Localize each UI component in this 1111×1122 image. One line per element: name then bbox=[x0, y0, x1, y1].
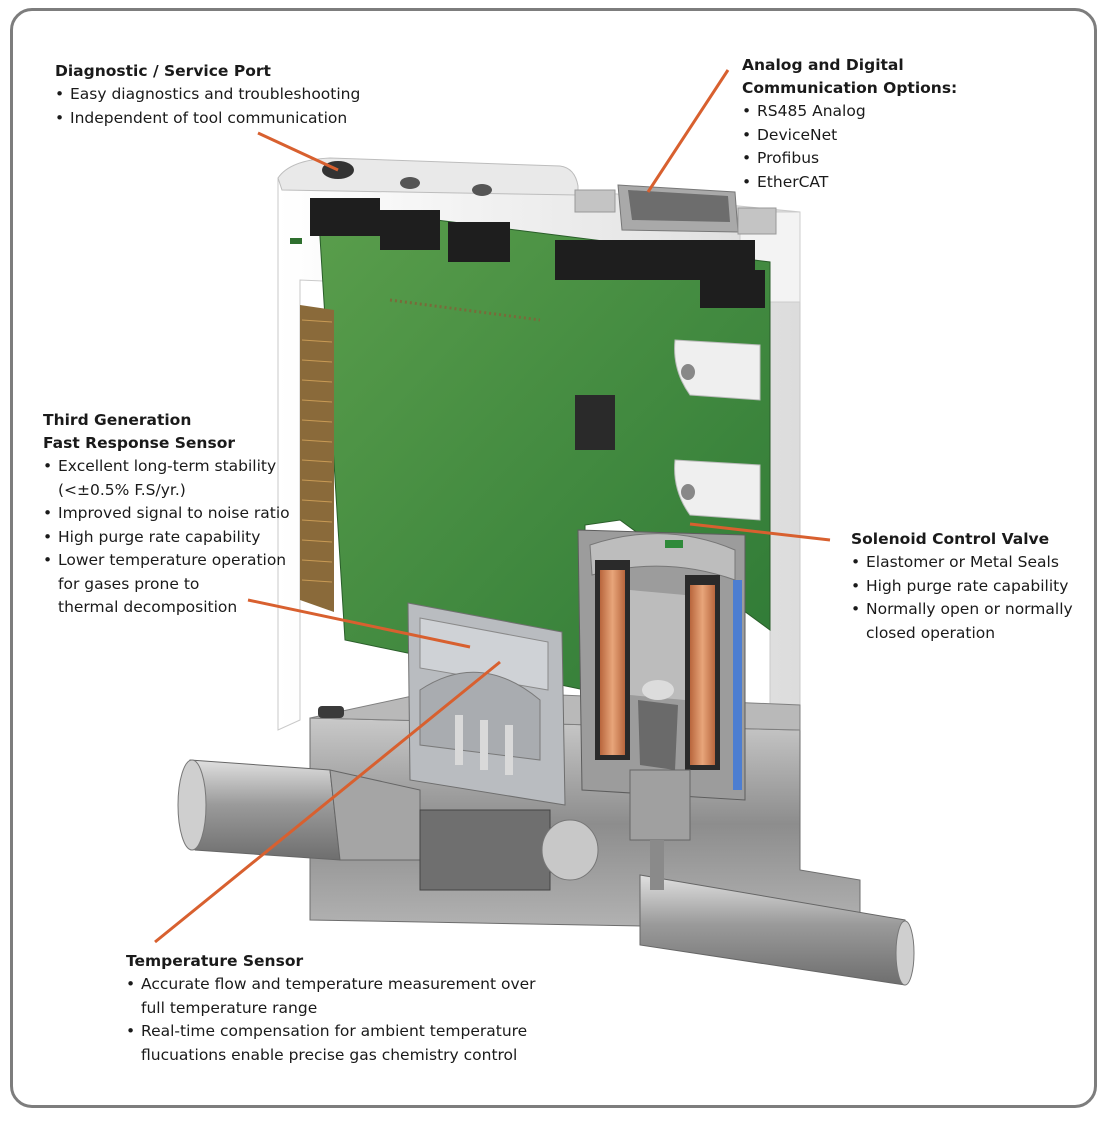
temperature-item-continued: full temperature range bbox=[141, 998, 318, 1017]
callout-communication: Analog and Digital Communication Options… bbox=[742, 54, 957, 194]
leader-valve bbox=[689, 522, 831, 542]
diagnostic-item: Easy diagnostics and troubleshooting bbox=[55, 83, 360, 107]
communication-title-line2: Communication Options: bbox=[742, 79, 958, 97]
flow-sensor-block bbox=[407, 602, 599, 891]
leader-communication bbox=[646, 69, 730, 193]
callout-solenoid-valve: Solenoid Control Valve Elastomer or Meta… bbox=[851, 528, 1073, 645]
sensor-item: Excellent long-term stability bbox=[43, 455, 290, 479]
communication-item: DeviceNet bbox=[742, 124, 957, 148]
temperature-item: Real-time compensation for ambient tempe… bbox=[126, 1020, 536, 1044]
diagnostic-title: Diagnostic / Service Port bbox=[55, 62, 271, 80]
sensor-item-continued: (<±0.5% F.S/yr.) bbox=[58, 480, 186, 499]
temperature-title: Temperature Sensor bbox=[126, 952, 304, 970]
sensor-title-line1: Third Generation bbox=[43, 411, 192, 429]
inlet-fitting bbox=[177, 706, 421, 861]
communication-connector bbox=[574, 184, 777, 235]
sensor-title-line2: Fast Response Sensor bbox=[43, 434, 235, 452]
valve-item: Normally open or normally bbox=[851, 598, 1073, 622]
callout-flow-sensor: Third Generation Fast Response Sensor Ex… bbox=[43, 409, 290, 620]
communication-title-line1: Analog and Digital bbox=[742, 56, 904, 74]
sensor-item-continued: thermal decomposition bbox=[58, 598, 238, 616]
leader-diagnostic bbox=[257, 131, 339, 172]
valve-item: Elastomer or Metal Seals bbox=[851, 551, 1073, 575]
mounting-tabs bbox=[674, 339, 761, 521]
leader-temperature bbox=[154, 660, 501, 944]
temperature-item: Accurate flow and temperature measuremen… bbox=[126, 973, 536, 997]
callout-diagnostic-port: Diagnostic / Service Port Easy diagnosti… bbox=[55, 60, 360, 130]
sensor-item-continued: for gases prone to bbox=[58, 574, 200, 593]
edge-connector bbox=[300, 305, 334, 612]
sensor-item: Improved signal to noise ratio bbox=[43, 502, 290, 526]
sensor-item: Lower temperature operation bbox=[43, 549, 290, 573]
outlet-fitting bbox=[639, 874, 915, 986]
valve-item: High purge rate capability bbox=[851, 575, 1073, 599]
diagnostic-item: Independent of tool communication bbox=[55, 107, 360, 131]
valve-item-continued: closed operation bbox=[866, 623, 996, 642]
sensor-item: High purge rate capability bbox=[43, 526, 290, 550]
temperature-item-continued: flucuations enable precise gas chemistry… bbox=[141, 1045, 518, 1064]
valve-title: Solenoid Control Valve bbox=[851, 530, 1050, 548]
callout-temperature-sensor: Temperature Sensor Accurate flow and tem… bbox=[126, 950, 536, 1067]
communication-item: Profibus bbox=[742, 147, 957, 171]
communication-item: RS485 Analog bbox=[742, 100, 957, 124]
solenoid-valve bbox=[577, 529, 746, 890]
leader-sensor bbox=[247, 598, 471, 649]
leader-lines bbox=[154, 69, 831, 944]
circuit-board bbox=[290, 198, 771, 691]
communication-item: EtherCAT bbox=[742, 171, 957, 195]
